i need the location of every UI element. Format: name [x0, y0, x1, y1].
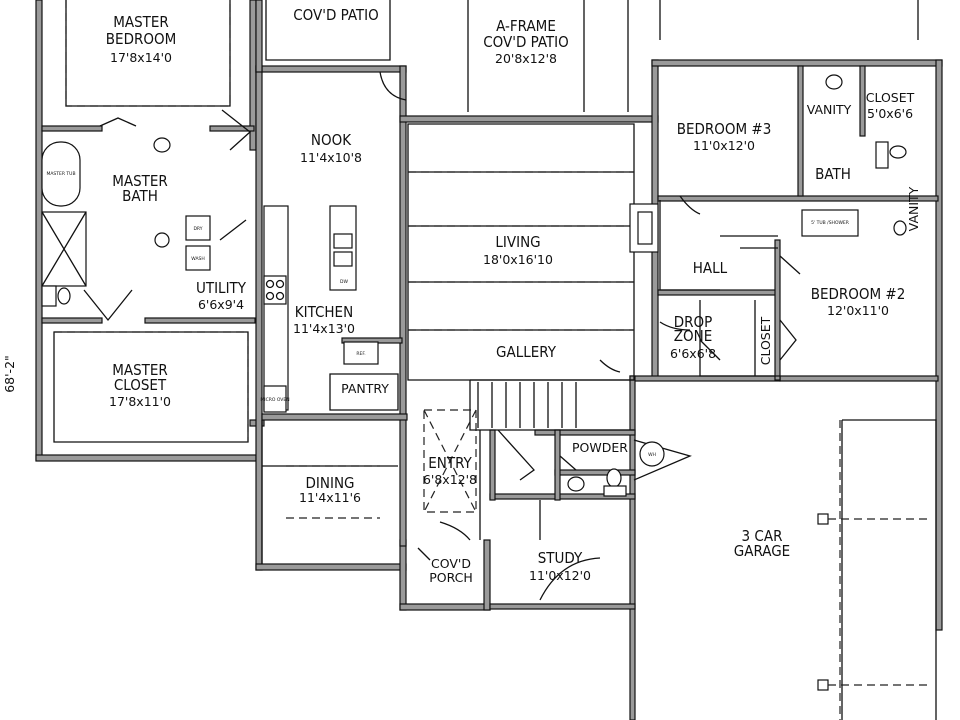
- walls: [35, 0, 943, 720]
- dryer-icon: [185, 215, 211, 241]
- svg-text:MICRO OVEN: MICRO OVEN: [260, 397, 289, 403]
- linen-master: [41, 285, 57, 307]
- linen-powder: [603, 485, 627, 497]
- living-name: LIVING: [495, 233, 540, 251]
- drop-zone-size: 6'6x6'8: [670, 346, 716, 361]
- vanity-top-name: VANITY: [807, 102, 852, 117]
- svg-text:DW: DW: [340, 279, 348, 285]
- covd-patio-name: COV'D PATIO: [293, 6, 378, 24]
- sink-bath-right-icon: [893, 220, 907, 236]
- nook-name: NOOK: [311, 131, 352, 149]
- svg-text:5' TUB /SHOWER: 5' TUB /SHOWER: [811, 220, 849, 226]
- svg-text:DRY: DRY: [193, 226, 202, 232]
- kitchen-counter: [263, 205, 289, 411]
- door-swings: [83, 71, 801, 601]
- svg-text:WASH: WASH: [191, 256, 205, 262]
- dining-name: DINING: [306, 474, 355, 492]
- study-size: 11'0x12'0: [529, 568, 591, 583]
- gallery-name: GALLERY: [496, 343, 557, 361]
- aframe-patio-size: 20'8x12'8: [495, 51, 557, 66]
- micro-oven-icon: [263, 385, 287, 413]
- washer-icon: [185, 245, 211, 271]
- cooktop-icon: [263, 275, 287, 305]
- interior-lines: [53, 0, 937, 720]
- master-tub-icon: [41, 141, 81, 207]
- nook-size: 11'4x10'8: [300, 150, 362, 165]
- kitchen-size: 11'4x13'0: [293, 321, 355, 336]
- living-size: 18'0x16'10: [483, 252, 553, 267]
- entry-name: ENTRY: [428, 454, 472, 472]
- closet-top-size: 5'0x6'6: [867, 106, 913, 121]
- utility-name: UTILITY: [196, 279, 247, 297]
- svg-text:REF.: REF.: [356, 351, 365, 357]
- bedroom2-name: BEDROOM #2: [811, 285, 906, 303]
- master-closet-size: 17'8x11'0: [109, 394, 171, 409]
- linen-bath: [875, 141, 889, 169]
- sink-bath-top-icon: [825, 74, 843, 90]
- bedroom3-name: BEDROOM #3: [677, 120, 772, 138]
- ceiling-lines: [54, 0, 841, 720]
- closet-top-name: CLOSET: [866, 90, 915, 105]
- kitchen-name: KITCHEN: [295, 303, 353, 321]
- sink-powder-icon: [567, 476, 585, 492]
- pantry-name: PANTRY: [341, 381, 389, 396]
- closet-right-name: CLOSET: [758, 316, 773, 365]
- toilet-master-icon: [57, 287, 71, 305]
- bedroom2-size: 12'0x11'0: [827, 303, 889, 318]
- dining-size: 11'4x11'6: [299, 490, 361, 505]
- sink-master-2-icon: [154, 232, 170, 248]
- vanity-right-name: VANITY: [906, 186, 921, 231]
- fixtures: MASTER TUB WASH DRY MICRO OVEN DW REF. 5…: [41, 74, 930, 691]
- garage-post-1: [817, 513, 829, 525]
- entry-size: 6'8x12'8: [423, 472, 477, 487]
- powder-name: POWDER: [572, 440, 628, 455]
- water-heater-icon: [639, 441, 665, 467]
- study-name: STUDY: [538, 549, 583, 567]
- hall-name: HALL: [693, 259, 728, 277]
- garage-post-2: [817, 679, 829, 691]
- sink-master-icon: [153, 137, 171, 153]
- utility-size: 6'6x9'4: [198, 297, 244, 312]
- bedroom3-size: 11'0x12'0: [693, 138, 755, 153]
- bath-name: BATH: [815, 165, 851, 183]
- toilet-powder-icon: [606, 468, 622, 488]
- toilet-bath-icon: [889, 145, 907, 159]
- master-bedroom-size: 17'8x14'0: [110, 50, 172, 65]
- refrigerator-icon: [343, 341, 379, 365]
- svg-text:WH: WH: [648, 452, 656, 458]
- stairs: [477, 382, 577, 428]
- master-tub-label: MASTER TUB: [46, 171, 75, 177]
- tub-shower-icon: [801, 209, 859, 237]
- overall-dimension: 68'-2": [2, 355, 17, 393]
- kitchen-sink-icon: [333, 233, 353, 249]
